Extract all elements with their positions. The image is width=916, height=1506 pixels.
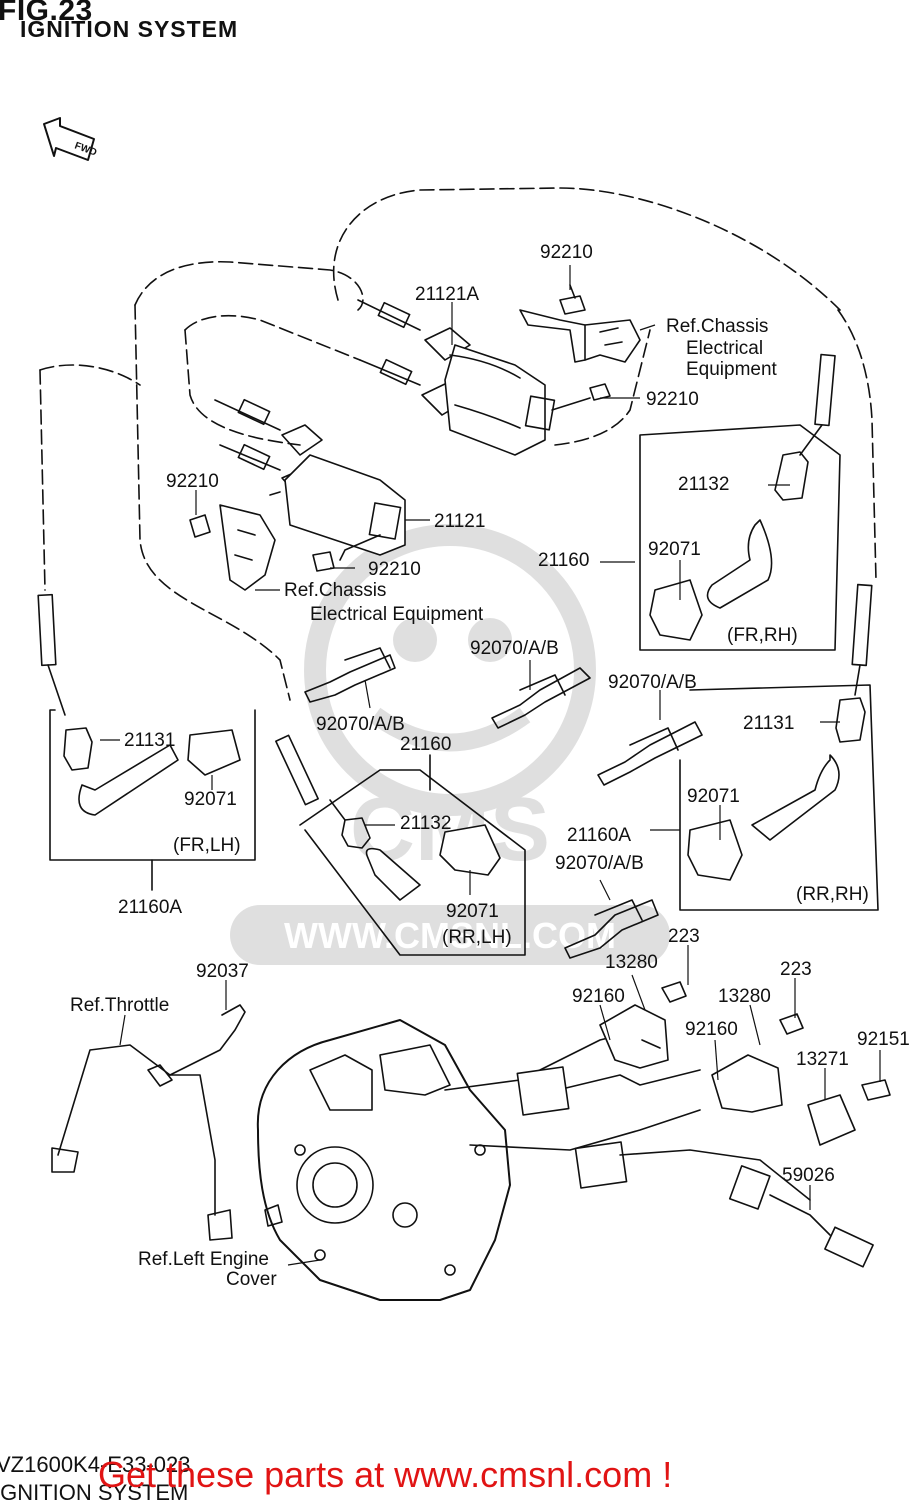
reference-code: VZ1600K4-E33-023 <box>0 1452 191 1477</box>
bracket-lower <box>219 491 281 591</box>
label-92070-a: 92070/A/B <box>316 714 405 735</box>
label-ref-chassis-3: Equipment <box>686 359 778 380</box>
engine-cover <box>256 1019 511 1301</box>
bracket-upper <box>519 309 641 363</box>
label-21131-left: 21131 <box>124 730 175 751</box>
label-rr-rh: (RR,RH) <box>796 884 869 905</box>
bolt-92210-right <box>589 383 611 401</box>
label-92160-b: 92160 <box>685 1019 738 1040</box>
label-ref-engine-2: Cover <box>226 1269 277 1290</box>
lead-left <box>37 593 241 816</box>
group-fr-rh <box>639 424 841 651</box>
spark-plug-1 <box>304 647 396 703</box>
label-92210-right: 92210 <box>646 389 699 410</box>
bracket-13280-a <box>599 1004 669 1069</box>
lead-middle <box>275 734 501 901</box>
label-fr-rh: (FR,RH) <box>727 625 798 646</box>
bolt-223-b <box>779 1013 804 1035</box>
label-21160-mid: 21160 <box>400 734 451 755</box>
spark-plug-2 <box>491 667 591 729</box>
label-92071-right: 92071 <box>687 786 740 807</box>
label-ref-chassis-left-1: Ref.Chassis <box>284 580 386 601</box>
label-fr-lh: (FR,LH) <box>173 835 241 856</box>
label-21132-mid: 21132 <box>400 813 451 834</box>
label-ref-engine-1: Ref.Left Engine <box>138 1249 269 1270</box>
bracket-13280-b <box>711 1054 783 1113</box>
bolt-92151 <box>861 1079 891 1101</box>
pickup-coil-harness <box>444 1029 874 1268</box>
promo-link[interactable]: Get these parts at www.cmsnl.com ! <box>98 1454 673 1495</box>
label-ref-chassis-1: Ref.Chassis <box>666 316 768 337</box>
label-21160-top: 21160 <box>538 550 589 571</box>
label-59026: 59026 <box>782 1165 835 1186</box>
label-13280-b: 13280 <box>718 986 771 1007</box>
label-21160A-left: 21160A <box>118 897 182 918</box>
label-92070-c: 92070/A/B <box>608 672 697 693</box>
label-92071-top: 92071 <box>648 539 701 560</box>
label-21121: 21121 <box>434 511 485 532</box>
label-92070-d: 92070/A/B <box>555 853 644 874</box>
spark-plug-4 <box>564 899 659 959</box>
bolt-92210-top <box>559 284 586 315</box>
label-92037: 92037 <box>196 961 249 982</box>
label-223-b: 223 <box>780 959 812 980</box>
figure-subtitle: IGNITION SYSTEM <box>20 16 239 42</box>
figure-title: FIG.23 <box>0 0 93 27</box>
label-92071-mid: 92071 <box>446 901 499 922</box>
label-21121A: 21121A <box>415 284 479 305</box>
label-223-a: 223 <box>668 926 700 947</box>
ignition-coil-21121A <box>357 299 591 456</box>
label-13280-a: 13280 <box>605 952 658 973</box>
spark-plug-3 <box>597 721 703 786</box>
label-21131-right: 21131 <box>743 713 794 734</box>
label-ref-throttle: Ref.Throttle <box>70 995 169 1016</box>
lead-right-bottom <box>687 583 873 881</box>
label-92210-left: 92210 <box>166 471 219 492</box>
label-92210-mid: 92210 <box>368 559 421 580</box>
label-92160-a: 92160 <box>572 986 625 1007</box>
bolt-92210-left <box>189 514 211 538</box>
label-ref-chassis-2: Electrical <box>686 338 763 359</box>
ignition-coil-21121 <box>214 398 406 561</box>
clamp-13271 <box>807 1094 856 1146</box>
lead-right-top <box>649 353 836 641</box>
label-rr-lh: (RR,LH) <box>442 927 512 948</box>
label-92210-top: 92210 <box>540 242 593 263</box>
group-fr-lh <box>49 709 256 861</box>
watermark-url: WWW.CMSNL.COM <box>284 915 616 956</box>
label-92071-left: 92071 <box>184 789 237 810</box>
group-rr-rh <box>679 684 879 911</box>
bolt-223-a <box>661 981 687 1003</box>
label-13271: 13271 <box>796 1049 849 1070</box>
label-ref-chassis-left-2: Electrical Equipment <box>310 604 484 625</box>
forward-arrow-icon <box>43 117 95 161</box>
label-92070-b: 92070/A/B <box>470 638 559 659</box>
group-rr-lh <box>299 769 526 956</box>
throttle-cable <box>51 1004 246 1241</box>
label-92151: 92151 <box>857 1029 910 1050</box>
label-21160A-right: 21160A <box>567 825 631 846</box>
label-21132-top: 21132 <box>678 474 729 495</box>
